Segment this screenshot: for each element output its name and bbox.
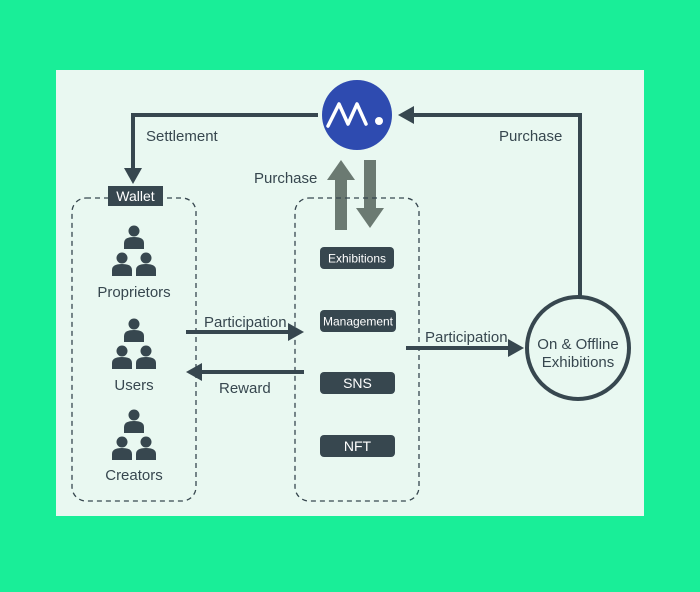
- platform-item-label: Management: [323, 315, 394, 329]
- wallet-title: Wallet: [116, 188, 154, 204]
- purchase-up-arrow: [327, 160, 355, 230]
- wave-dot-logo-icon: [326, 102, 383, 128]
- platform-item-sns: SNS: [320, 372, 395, 394]
- wallet-group-proprietors: Proprietors: [97, 225, 171, 301]
- logo: [322, 80, 392, 150]
- reward-label: Reward: [219, 380, 271, 397]
- wallet-group-users: Users: [112, 318, 156, 394]
- logo-circle: [322, 80, 392, 150]
- exhibitions-node-line2: Exhibitions: [542, 354, 615, 371]
- settlement-arrow: [124, 113, 318, 184]
- exhibitions-node-line1: On & Offline: [537, 336, 618, 353]
- wallet-group-label: Users: [114, 377, 153, 394]
- participation-right-label: Participation: [425, 329, 508, 346]
- wallet-group-label: Proprietors: [97, 284, 170, 301]
- wallet-group-label: Creators: [105, 467, 163, 484]
- purchase-right-label: Purchase: [499, 128, 562, 145]
- reward-arrow: [186, 363, 304, 381]
- platform-item-management: Management: [320, 310, 396, 332]
- participation-right-arrow: [406, 339, 524, 357]
- platform-item-label: SNS: [343, 375, 372, 391]
- participation-left-label: Participation: [204, 314, 287, 331]
- settlement-label: Settlement: [146, 128, 219, 145]
- wallet-group-creators: Creators: [105, 409, 163, 484]
- purchase-down-arrow: [356, 160, 384, 228]
- platform-box: Exhibitions Management SNS NFT: [294, 197, 420, 502]
- exhibitions-node: On & Offline Exhibitions: [525, 295, 631, 401]
- platform-item-label: Exhibitions: [328, 252, 386, 266]
- platform-item-nft: NFT: [320, 435, 395, 457]
- wallet-title-badge: [108, 186, 163, 206]
- participation-left-arrow: [186, 323, 304, 341]
- platform-item-exhibitions: Exhibitions: [320, 247, 394, 269]
- purchase-right-arrow: [398, 106, 582, 296]
- platform-item-label: NFT: [344, 438, 372, 454]
- wallet-box: Wallet: [71, 186, 197, 502]
- purchase-left-label: Purchase: [254, 170, 317, 187]
